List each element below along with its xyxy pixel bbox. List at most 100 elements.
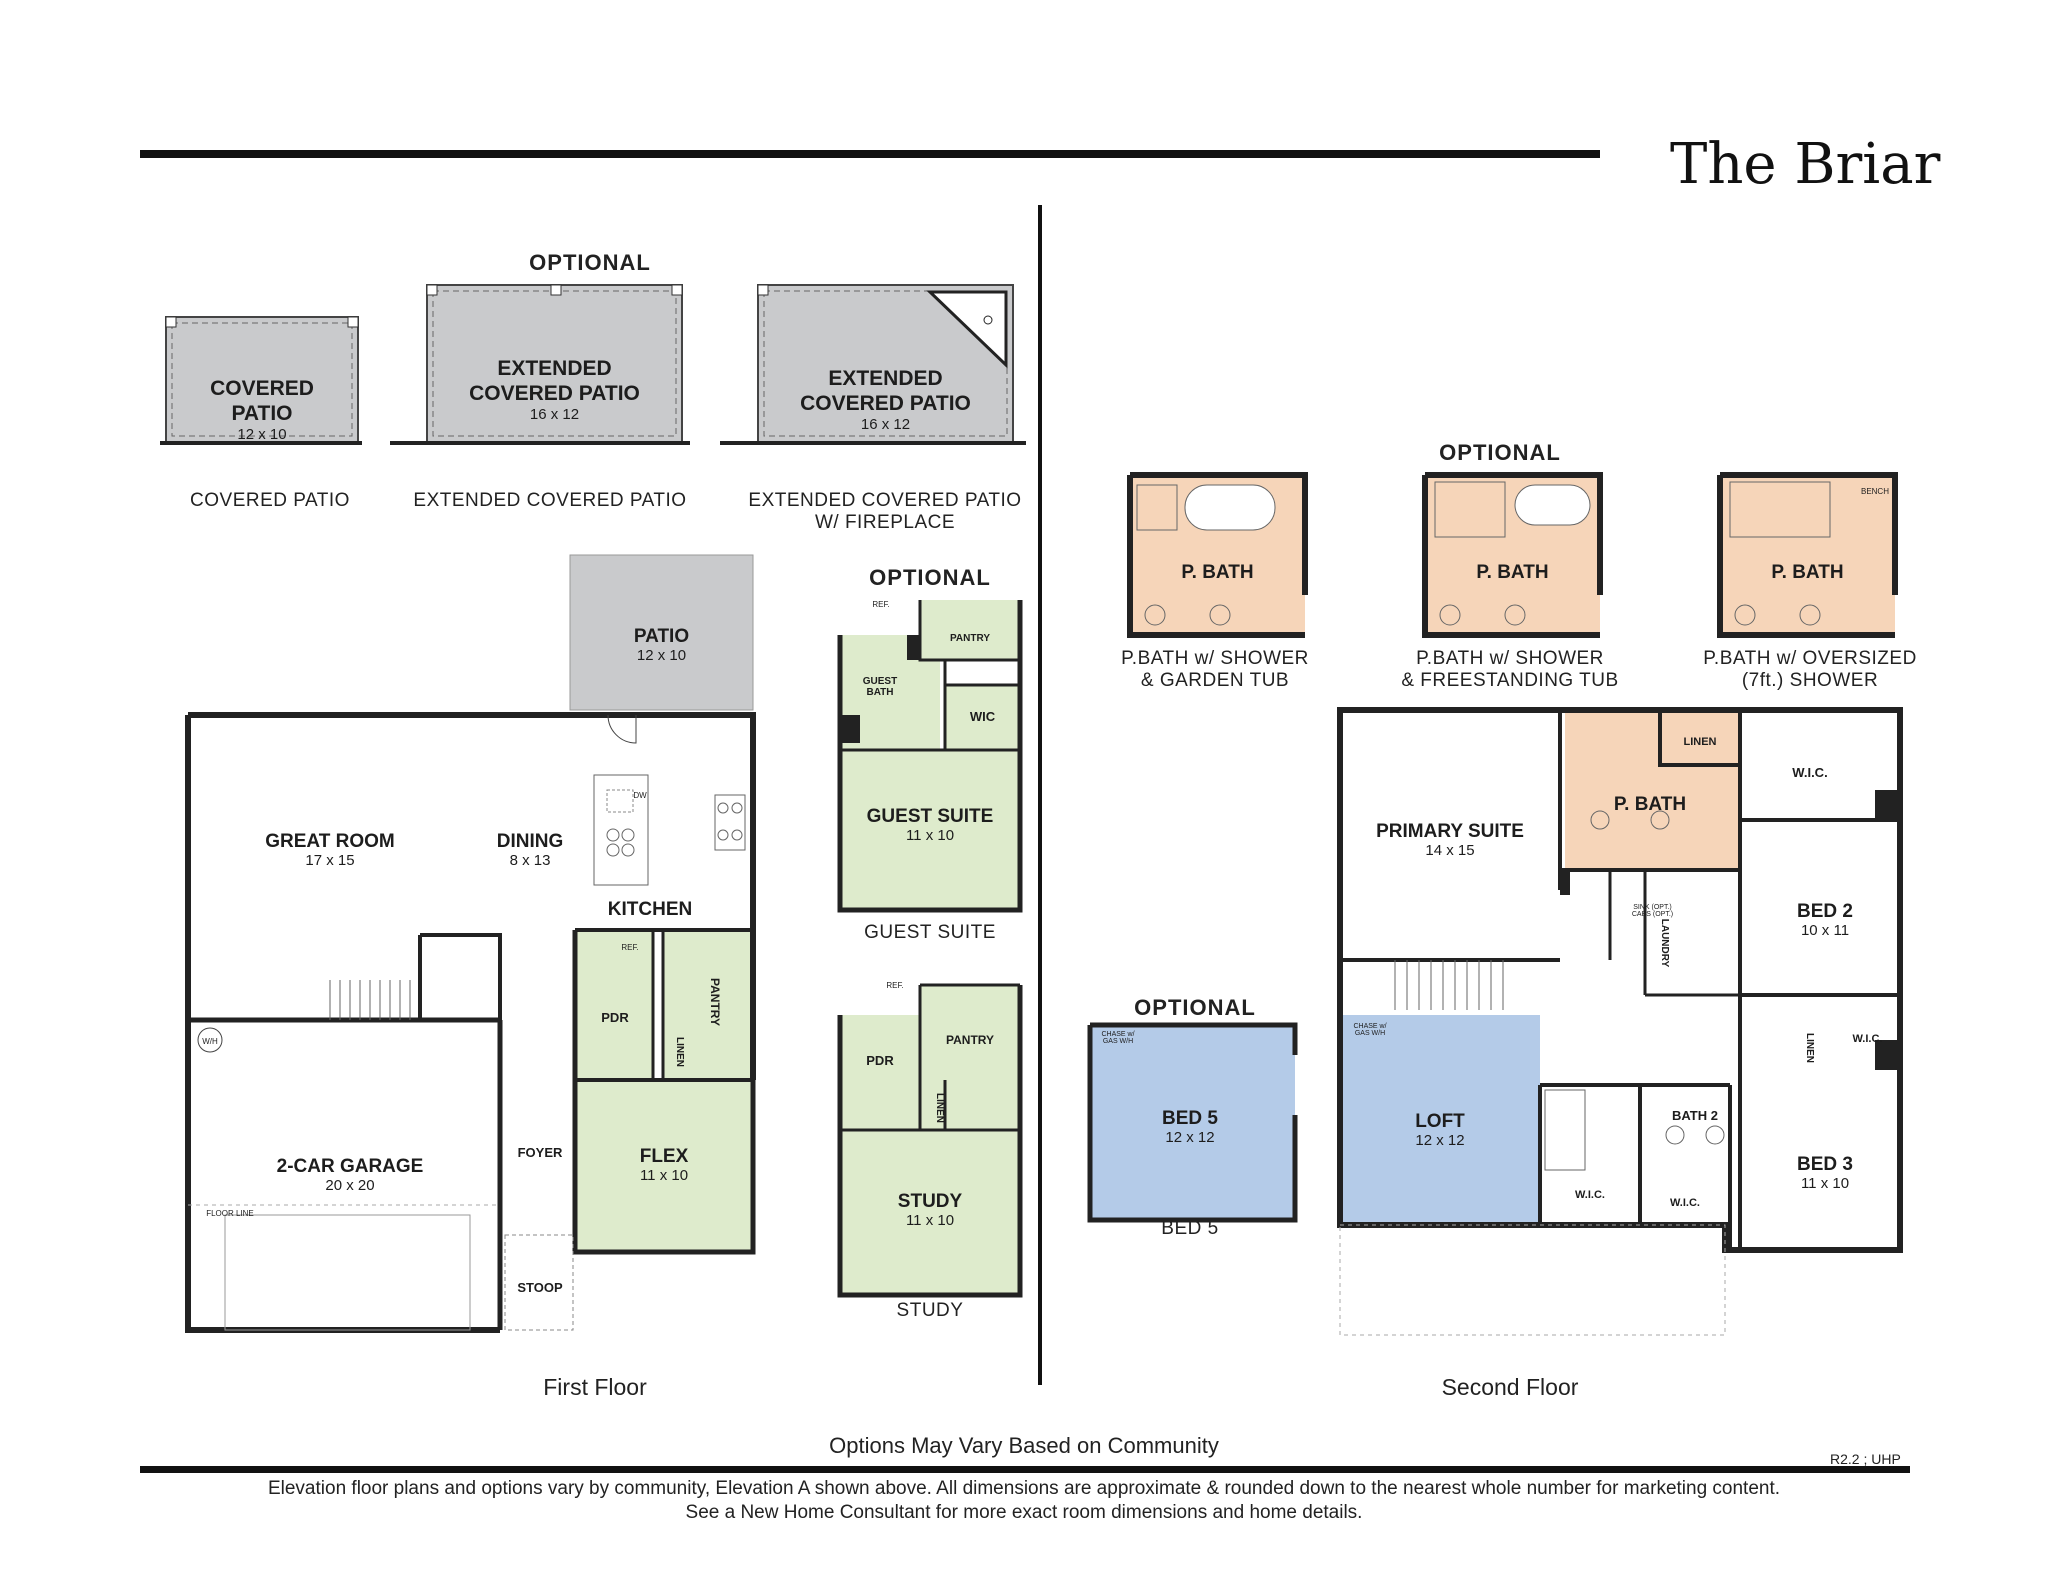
- room-dims: 10 x 11: [1800, 922, 1850, 940]
- second-floor-plan-drawing: [1337, 707, 1903, 1336]
- room-name: PANTRY: [708, 978, 722, 1026]
- floor-divider: [1038, 205, 1042, 1385]
- room-name: W.I.C.: [1852, 1033, 1883, 1045]
- footer-rule: [140, 1466, 1910, 1473]
- room-p-bath: P. BATH: [1570, 792, 1730, 818]
- room-name: LAUNDRY: [1659, 918, 1671, 968]
- room-name: W.I.C.: [1575, 1189, 1605, 1201]
- room-name: BENCH: [1860, 486, 1889, 496]
- room-bed3: BED 3 11 x 10: [1765, 1148, 1885, 1198]
- options-note: Options May Vary Based on Community: [829, 1433, 1219, 1458]
- room-wic-bed2: W.I.C.: [1840, 1030, 1895, 1048]
- room-name: PATIO: [633, 625, 690, 647]
- bed5-note: CHASE w/ GAS W/H: [1093, 1028, 1143, 1048]
- room-name: LINEN: [1683, 736, 1717, 748]
- guest-suite-drawing: [837, 600, 1023, 913]
- caption-bath-option-2: P.BATH w/ SHOWER & FREESTANDING TUB: [1401, 648, 1619, 691]
- room-dining: DINING 8 x 13: [460, 825, 600, 875]
- room-name: EXTENDED COVERED PATIO: [800, 367, 971, 415]
- optional-heading-bed5: OPTIONAL: [1134, 995, 1256, 1020]
- room-wic-b: W.I.C.: [1640, 1193, 1730, 1213]
- optional-heading-guest: OPTIONAL: [869, 565, 991, 590]
- room-dims: 11 x 10: [905, 1212, 955, 1230]
- room-name: W.I.C.: [1670, 1197, 1700, 1209]
- guest-ref: REF.: [866, 597, 896, 611]
- room-name: LINEN: [674, 1037, 686, 1067]
- caption-covered-patio: COVERED PATIO: [190, 490, 350, 511]
- room-foyer: FOYER: [505, 1140, 575, 1164]
- room-dims: 16 x 12: [529, 405, 580, 423]
- study-room: STUDY 11 x 10: [840, 1185, 1020, 1235]
- room-loft: LOFT 12 x 12: [1360, 1105, 1520, 1155]
- label-ref: REF.: [615, 940, 645, 954]
- patio-option-covered: COVERED PATIO 12 x 10: [166, 370, 358, 450]
- room-name: GUEST BATH: [862, 676, 898, 698]
- study-ref: REF.: [880, 978, 910, 992]
- bath-options-drawing: [1127, 472, 1898, 638]
- room-name: PDR: [866, 1052, 894, 1068]
- room-bed2: BED 2 10 x 11: [1765, 895, 1885, 945]
- room-great-room: GREAT ROOM 17 x 15: [220, 825, 440, 875]
- room-dims: 16 x 12: [860, 415, 911, 433]
- first-floor-plan-drawing: [185, 554, 756, 1333]
- room-dims: 20 x 20: [325, 1177, 375, 1195]
- room-name: BED 5: [1162, 1107, 1218, 1129]
- optional-heading-bath: OPTIONAL: [1439, 440, 1561, 465]
- disclaimer-line-2: See a New Home Consultant for more exact…: [685, 1502, 1363, 1523]
- room-name: P. BATH: [1771, 562, 1844, 584]
- room-name: PANTRY: [950, 632, 990, 644]
- caption-bed5: BED 5: [1161, 1218, 1219, 1239]
- optional-heading-patios: OPTIONAL: [529, 250, 651, 275]
- room-name: PANTRY: [946, 1033, 994, 1047]
- room-name: CHASE w/ GAS W/H: [1353, 1023, 1387, 1037]
- study-pdr: PDR: [850, 1050, 910, 1070]
- room-name: FLOOR LINE: [206, 1208, 254, 1218]
- room-dims: 12 x 12: [1165, 1129, 1215, 1147]
- room-kitchen: KITCHEN: [580, 895, 720, 925]
- header-rule: [140, 150, 1600, 158]
- room-dims: 11 x 10: [905, 827, 955, 845]
- room-name: SINK (OPT.) CABS (OPT.): [1631, 904, 1674, 918]
- room-name: FLEX: [639, 1145, 689, 1167]
- room-name: REF.: [886, 980, 904, 990]
- disclaimer-line-1: Elevation floor plans and options vary b…: [267, 1478, 1781, 1499]
- room-name: P. BATH: [1181, 562, 1254, 584]
- room-flex: FLEX 11 x 10: [575, 1140, 753, 1190]
- room-name: P. BATH: [1613, 794, 1687, 816]
- bench-label: BENCH: [1855, 485, 1895, 497]
- room-name: 2-CAR GARAGE: [276, 1155, 424, 1177]
- caption-extended-fireplace: EXTENDED COVERED PATIO W/ FIREPLACE: [748, 490, 1022, 533]
- room-name: EXTENDED COVERED PATIO: [469, 357, 640, 405]
- room-name: BATH 2: [1672, 1107, 1718, 1123]
- caption-bath-option-1: P.BATH w/ SHOWER & GARDEN TUB: [1121, 648, 1309, 691]
- bath-option-2: P. BATH: [1425, 560, 1600, 586]
- room-name: LINEN: [1804, 1033, 1816, 1063]
- room-dims: 11 x 10: [1800, 1175, 1850, 1193]
- room-name: GREAT ROOM: [265, 830, 395, 852]
- room-name: P. BATH: [1476, 562, 1549, 584]
- room-name: PRIMARY SUITE: [1376, 820, 1524, 842]
- sink-note: SINK (OPT.) CABS (OPT.): [1625, 900, 1680, 922]
- room-dims: 17 x 15: [305, 852, 355, 870]
- room-name: W/H: [202, 1036, 218, 1046]
- room-name: WIC: [969, 708, 996, 724]
- room-name: LOFT: [1415, 1110, 1465, 1132]
- room-dims: 11 x 10: [639, 1167, 689, 1185]
- room-name: KITCHEN: [607, 899, 693, 921]
- room-dims: 14 x 15: [1425, 842, 1475, 860]
- room-name: REF.: [872, 599, 890, 609]
- room-name: GUEST SUITE: [866, 805, 994, 827]
- room-name: W.I.C.: [1792, 764, 1828, 780]
- caption-guest-suite: GUEST SUITE: [864, 922, 996, 943]
- room-name: STOOP: [517, 1279, 563, 1295]
- loft-note: CHASE w/ GAS W/H: [1345, 1020, 1395, 1040]
- guest-wic: WIC: [945, 706, 1020, 726]
- room-dims: 12 x 10: [636, 647, 687, 665]
- room-patio: PATIO 12 x 10: [570, 620, 753, 670]
- patio-option-fireplace: EXTENDED COVERED PATIO 16 x 12: [758, 360, 1013, 440]
- caption-extended-patio: EXTENDED COVERED PATIO: [413, 490, 687, 511]
- room-garage: 2-CAR GARAGE 20 x 20: [240, 1150, 460, 1200]
- room-dims: 12 x 12: [1415, 1132, 1465, 1150]
- bath-option-3: P. BATH: [1720, 560, 1895, 586]
- room-stoop: STOOP: [505, 1275, 575, 1299]
